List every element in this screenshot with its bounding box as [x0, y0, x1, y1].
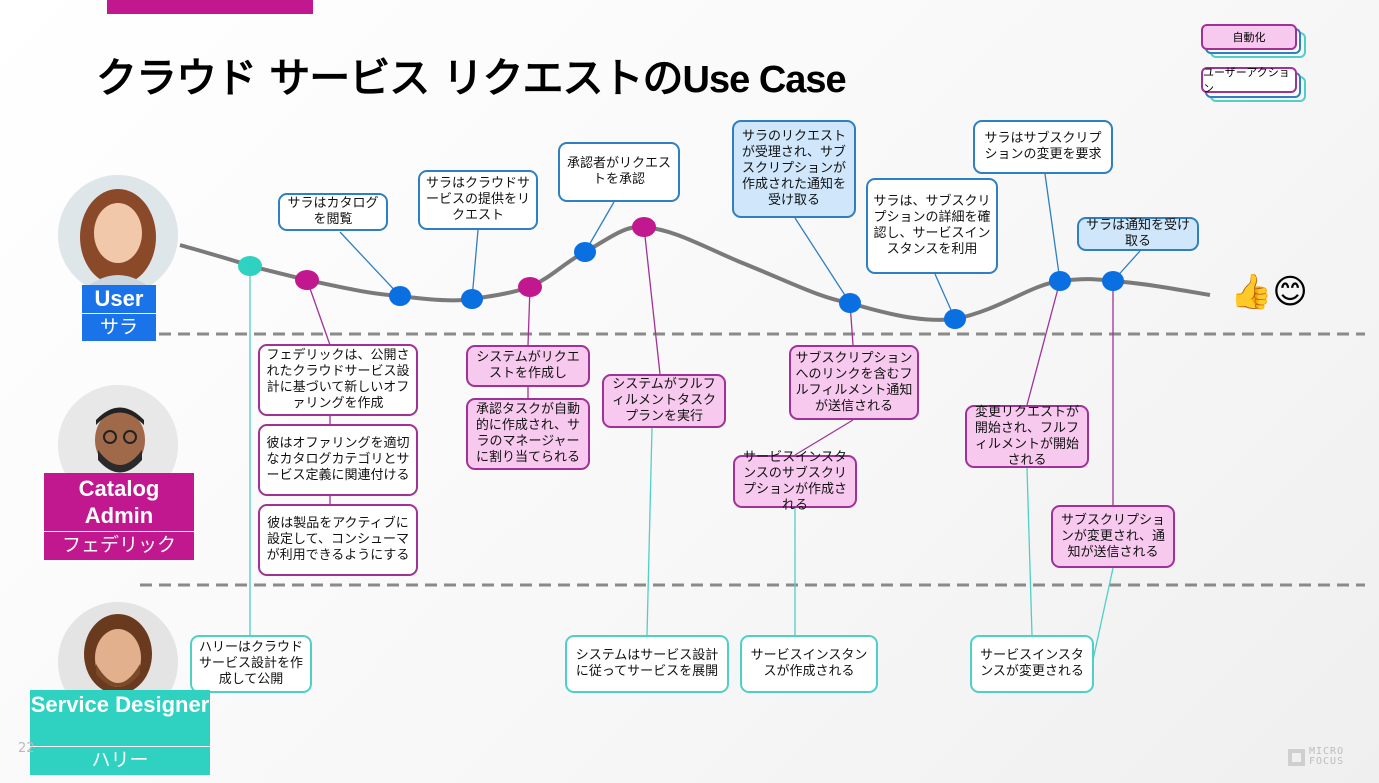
journey-step-dot [1102, 271, 1124, 291]
journey-step-dot [238, 256, 262, 276]
journey-step-dot [632, 217, 656, 237]
catalog-step-box: フェデリックは、公開されたクラウドサービス設計に基づいて新しいオファリングを作成 [258, 344, 418, 416]
user-step-box: サラはサブスクリプションの変更を要求 [973, 120, 1113, 174]
connector-line [471, 229, 479, 300]
legend-automation: 自動化 [1201, 24, 1297, 50]
journey-step-dot [574, 242, 596, 262]
persona-name-catalog-admin: フェデリック [44, 532, 194, 560]
catalog-step-box: サブスクリプションへのリンクを含むフルフィルメント通知が送信される [789, 345, 919, 420]
connector-line [1044, 173, 1061, 282]
user-step-box: サラは、サブスクリプションの詳細を確認し、サービスインスタンスを利用 [866, 178, 998, 274]
connector-line [646, 427, 653, 636]
top-accent-bar [107, 0, 313, 14]
user-step-box: サラのリクエストが受理され、サブスクリプションが作成された通知を受け取る [732, 120, 856, 218]
user-step-box: 承認者がリクエストを承認 [558, 142, 680, 202]
designer-step-box: サービスインスタンスが変更される [970, 635, 1094, 693]
persona-role-catalog-admin: Catalog Admin [44, 473, 194, 531]
journey-step-dot [1049, 271, 1071, 291]
page-title: クラウド サービス リクエストのUse Case [96, 44, 847, 104]
persona-role-user: User [82, 285, 156, 313]
catalog-step-box: サービスインスタンスのサブスクリプションが作成される [733, 450, 857, 513]
journey-step-dot [944, 309, 966, 329]
page-number: 22 [18, 741, 35, 756]
user-step-box: サラは通知を受け取る [1077, 217, 1199, 251]
connector-line [643, 226, 661, 375]
user-step-box: サラはカタログを閲覧 [278, 193, 388, 231]
persona-role-service-designer: Service Designer [30, 690, 210, 746]
connector-line [1092, 567, 1114, 661]
journey-step-dot [461, 289, 483, 309]
journey-step-dot [295, 270, 319, 290]
connector-line [794, 217, 851, 304]
connector-line [1026, 467, 1033, 636]
designer-step-box: サービスインスタンスが作成される [740, 635, 878, 693]
connector-line [339, 231, 401, 297]
journey-step-dot [518, 277, 542, 297]
journey-step-dot [839, 293, 861, 313]
thumbs-up-smiley-icon: 👍😊 [1230, 272, 1308, 312]
connector-line [306, 279, 331, 346]
catalog-step-box: 承認タスクが自動的に作成され、サラのマネージャーに割り当てられる [466, 398, 590, 470]
connector-line [794, 419, 854, 456]
title-en: Use Case [682, 59, 847, 101]
legend-user-action: ユーザーアクション [1201, 66, 1297, 95]
designer-step-box: システムはサービス設計に従ってサービスを展開 [565, 635, 729, 693]
designer-step-box: ハリーはクラウドサービス設計を作成して公開 [190, 635, 312, 693]
connector-line [1026, 280, 1061, 406]
catalog-step-box: サブスクリプションが変更され、通知が送信される [1051, 505, 1175, 568]
user-step-box: サラはクラウドサービスの提供をリクエスト [418, 170, 538, 230]
title-jp: クラウド サービス リクエストの [96, 54, 684, 102]
persona-name-service-designer: ハリー [30, 747, 210, 775]
journey-step-dot [389, 286, 411, 306]
persona-name-user: サラ [82, 314, 156, 341]
catalog-step-box: 変更リクエストが開始され、フルフィルメントが開始される [965, 405, 1089, 468]
catalog-step-box: 彼は製品をアクティブに設定して、コンシューマが利用できるようにする [258, 504, 418, 576]
catalog-step-box: システムがリクエストを作成し [466, 345, 590, 387]
catalog-step-box: 彼はオファリングを適切なカタログカテゴリとサービス定義に関連付ける [258, 424, 418, 496]
avatar-user [58, 175, 178, 295]
catalog-step-box: システムがフルフィルメントタスクプランを実行 [602, 374, 726, 428]
